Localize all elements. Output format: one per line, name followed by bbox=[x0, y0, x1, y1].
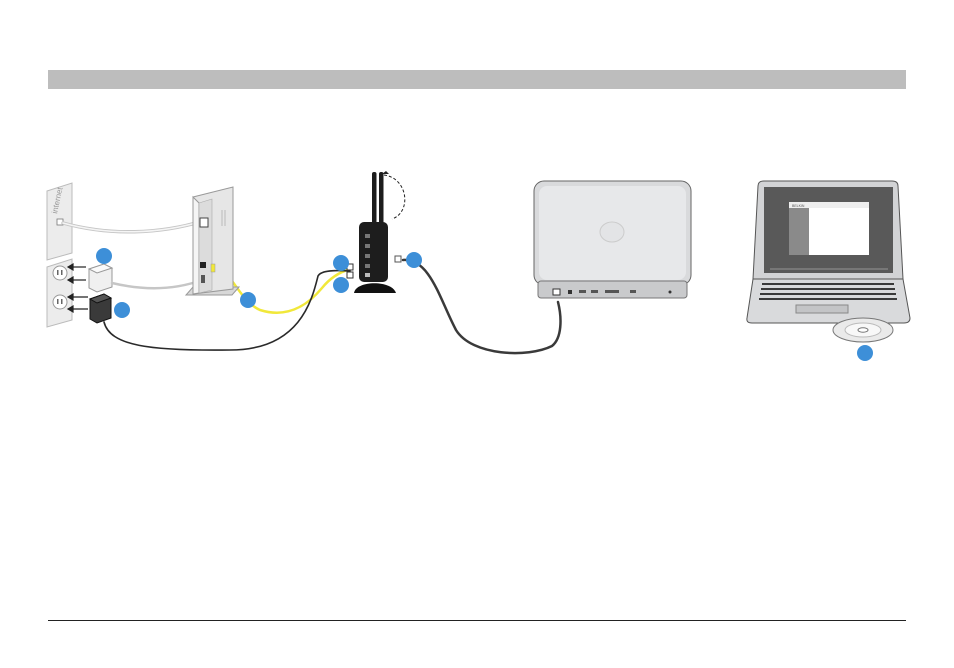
footer-rule bbox=[48, 620, 906, 621]
power-outlet bbox=[47, 259, 72, 327]
step-marker bbox=[857, 345, 873, 361]
cables bbox=[63, 221, 560, 353]
step-marker bbox=[96, 248, 112, 264]
laptop-window-brand: BELKIN bbox=[792, 204, 805, 208]
internet-wall-jack: internet bbox=[47, 183, 72, 260]
cd-disc-icon bbox=[833, 318, 893, 342]
modem-power-cable bbox=[112, 280, 202, 288]
step-marker bbox=[406, 252, 422, 268]
router bbox=[347, 171, 405, 293]
step-marker bbox=[240, 292, 256, 308]
router-power-adapter bbox=[90, 294, 111, 323]
modem bbox=[186, 187, 239, 295]
step-marker bbox=[114, 302, 130, 318]
modem-power-adapter bbox=[89, 264, 112, 292]
laptop-closed bbox=[534, 181, 691, 298]
step-marker bbox=[333, 255, 349, 271]
laptop-open: BELKIN bbox=[747, 181, 910, 323]
step-marker bbox=[333, 277, 349, 293]
